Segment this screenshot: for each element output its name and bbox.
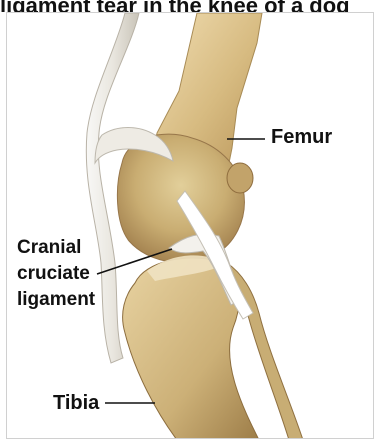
fabella [227, 163, 253, 193]
cruciate-label-line-1: Cranial [17, 237, 81, 259]
knee-anatomy-illustration [7, 13, 374, 439]
cruciate-label-line-2: cruciate [17, 263, 90, 285]
cropped-caption: ligament tear in the knee of a dog [0, 0, 380, 12]
cruciate-label-line-3: ligament [17, 289, 95, 311]
femur-label: Femur [271, 125, 332, 149]
tibia-label: Tibia [53, 391, 99, 415]
anatomy-illustration-frame: Femur Cranial cruciate ligament Tibia [6, 12, 374, 439]
